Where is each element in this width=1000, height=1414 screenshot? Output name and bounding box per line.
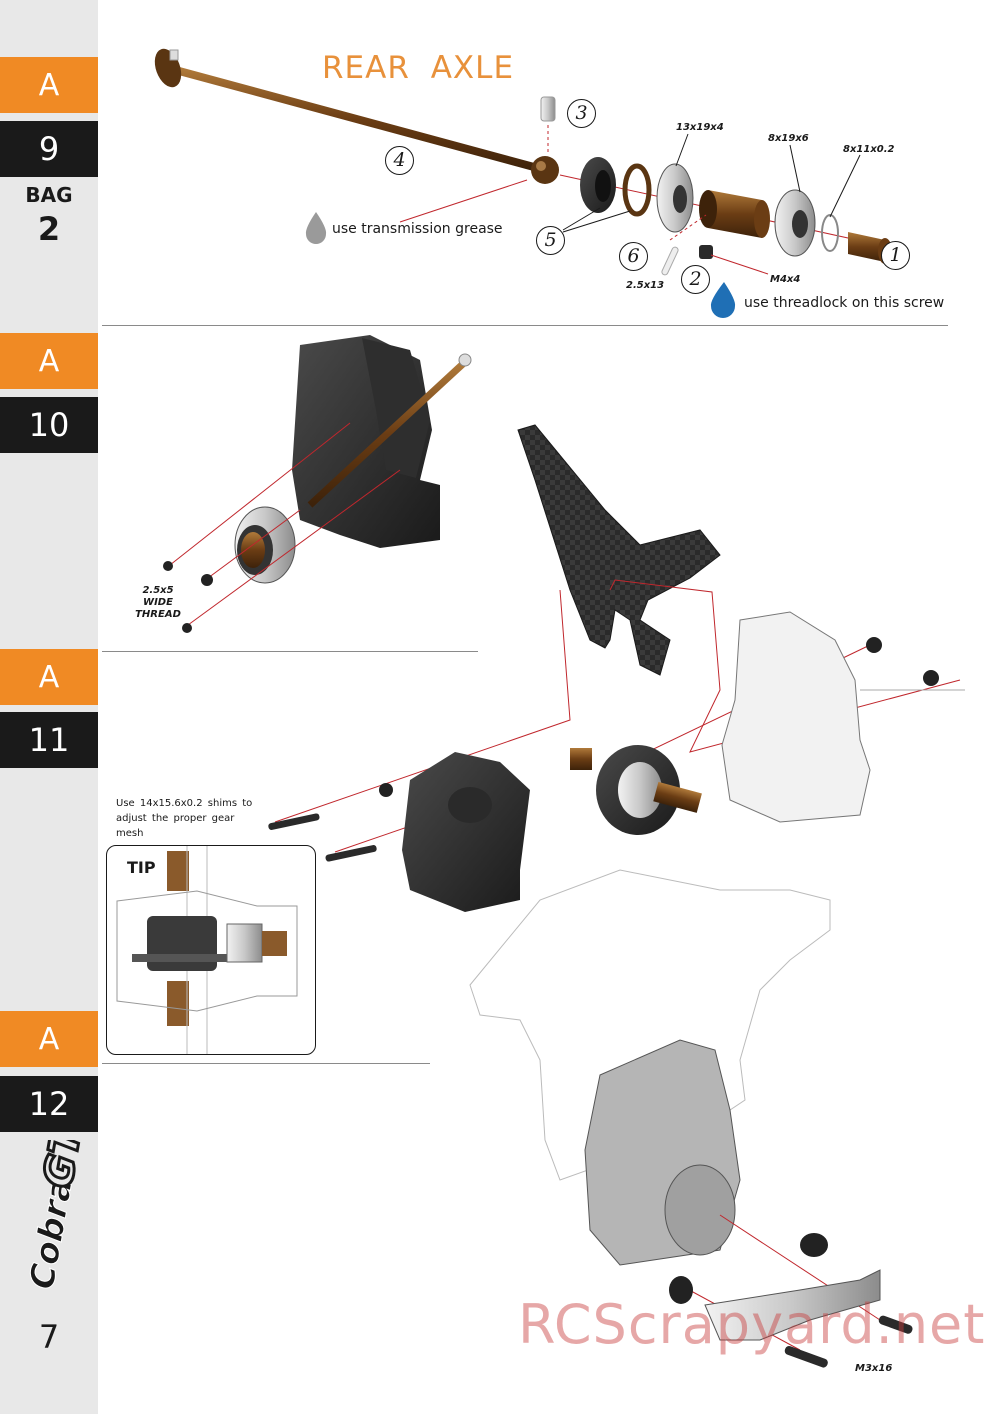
label-2-5x5-wide-thread: 2.5x5 WIDE THREAD xyxy=(128,585,188,621)
differential-part xyxy=(570,745,702,835)
step-number-12: 12 xyxy=(0,1076,98,1132)
threadlock-note: use threadlock on this screw xyxy=(744,295,945,311)
bearing-13x19x4 xyxy=(656,163,694,233)
label-wide: WIDE xyxy=(143,597,173,608)
rear-gearbox-front-half xyxy=(402,752,530,912)
callout-4: 4 xyxy=(385,146,414,175)
set-screw-part xyxy=(540,96,556,122)
watermark: RCScrapyard.net xyxy=(518,1293,986,1356)
step-letter-a9: A xyxy=(0,57,98,113)
callout-5: 5 xyxy=(536,226,565,255)
section-divider-3 xyxy=(102,1063,430,1064)
rear-brace-part xyxy=(704,1269,881,1341)
step-number-9: 9 xyxy=(0,121,98,177)
rear-axle-drive-shaft xyxy=(154,48,559,184)
section-divider-1 xyxy=(102,325,948,326)
shim-tip-note: Use 14x15.6x0.2 shims to adjust the prop… xyxy=(116,798,253,839)
step-sidebar: A 9 BAG 2 A 10 A 11 A 12 Cobra GT e 7 xyxy=(0,0,98,1414)
label-2-5x5: 2.5x5 xyxy=(142,585,174,596)
svg-text:GT: GT xyxy=(35,1140,91,1191)
label-13x19x4: 13x19x4 xyxy=(676,122,724,133)
shock-tower-outline xyxy=(469,869,831,1181)
axle-cup xyxy=(580,157,616,213)
threadlock-drop-icon xyxy=(710,282,736,318)
a12-gearbox xyxy=(584,1039,881,1351)
label-8x11x0-2: 8x11x0.2 xyxy=(843,144,895,155)
grease-drop-icon xyxy=(305,212,327,244)
pin-part xyxy=(661,246,679,276)
bag-label: BAG xyxy=(25,183,73,207)
gearbox-outline-part xyxy=(721,611,965,823)
label-m3x16: M3x16 xyxy=(855,1363,893,1374)
step-number-10: 10 xyxy=(0,397,98,453)
section-title: REAR AXLE xyxy=(322,50,515,86)
bronze-ring xyxy=(622,163,652,217)
axle-outdrive xyxy=(699,190,770,238)
bag-number: 2 xyxy=(37,210,61,248)
tip-illustration xyxy=(116,846,298,1054)
m4x4-screw-part xyxy=(699,245,713,259)
bearing-8x19x6 xyxy=(774,189,816,257)
label-8x19x6: 8x19x6 xyxy=(768,133,809,144)
label-thread: THREAD xyxy=(135,609,181,620)
step-letter-a10: A xyxy=(0,333,98,389)
gearbox-a10 xyxy=(163,335,472,633)
tip-box: TIP xyxy=(106,845,316,1055)
callout-3: 3 xyxy=(567,99,596,128)
step-letter-a11: A xyxy=(0,649,98,705)
callout-6: 6 xyxy=(619,242,648,271)
tip-label: TIP xyxy=(127,858,156,877)
step-number-11: 11 xyxy=(0,712,98,768)
a10-bearing-gear xyxy=(234,506,296,584)
carbon-shock-tower xyxy=(517,424,721,676)
callout-2: 2 xyxy=(681,265,710,294)
label-2-5x13: 2.5x13 xyxy=(626,280,665,291)
grease-note: use transmission grease xyxy=(332,221,503,237)
page-number: 7 xyxy=(38,1318,60,1356)
step-letter-a12: A xyxy=(0,1011,98,1067)
cobra-gte-logo: Cobra GT e xyxy=(22,1140,93,1293)
section-divider-2 xyxy=(102,651,478,652)
callout-1: 1 xyxy=(881,241,910,270)
shim-8x11 xyxy=(821,214,839,252)
label-m4x4: M4x4 xyxy=(770,274,801,285)
